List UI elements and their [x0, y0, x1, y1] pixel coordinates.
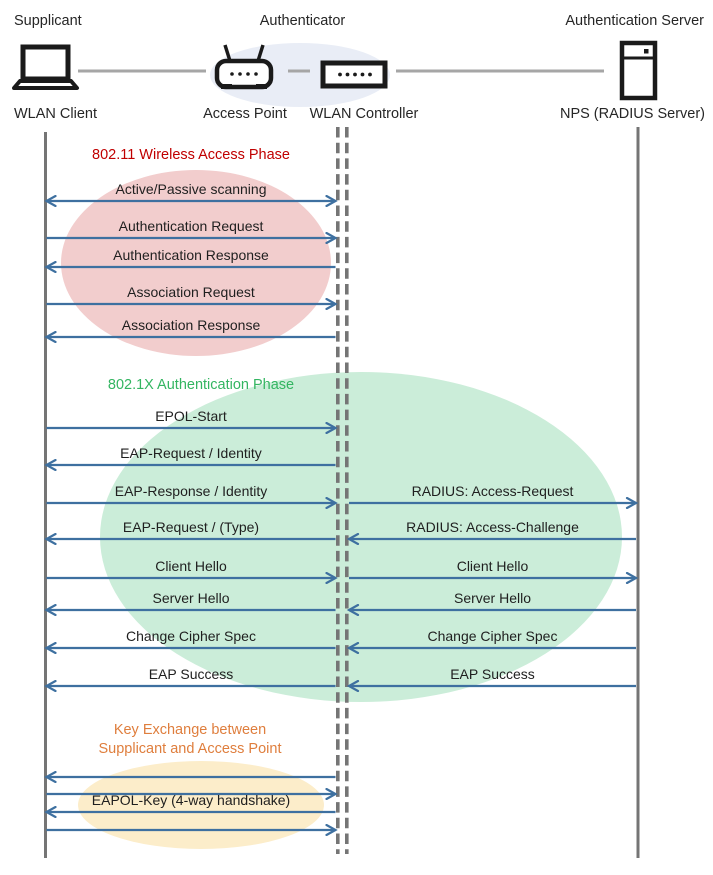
server-icon — [619, 40, 658, 101]
phase-title-key-exchange: Key Exchange between Supplicant and Acce… — [65, 721, 315, 759]
message-label: Server Hello — [453, 590, 532, 606]
wlan-controller-icon — [320, 60, 388, 89]
access-point-icon — [214, 44, 274, 90]
authenticator-lifeline — [335, 127, 349, 854]
message-label: Active/Passive scanning — [115, 181, 267, 197]
message-label: RADIUS: Access-Challenge — [406, 519, 579, 535]
role-label-authenticator: Authenticator — [259, 13, 346, 29]
phase-title-key-exchange-line1: Key Exchange between — [113, 722, 267, 738]
message-label: EAPOL-Key (4-way handshake) — [91, 792, 291, 808]
message-label: EAP-Response / Identity — [114, 483, 268, 499]
message-label: Client Hello — [155, 558, 227, 574]
message-label: Association Response — [121, 317, 261, 333]
phase-key-exchange-ellipse — [78, 761, 324, 849]
message-label: EAP-Request / (Type) — [122, 519, 260, 535]
phase-title-802-1x-authentication: 802.1X Authentication Phase — [107, 377, 295, 393]
phase-802-1x-ellipse — [100, 372, 622, 702]
message-label: Authentication Response — [113, 247, 269, 263]
message-arrows — [47, 201, 637, 830]
phase-title-802-11-wireless-access: 802.11 Wireless Access Phase — [92, 147, 290, 163]
device-label-access-point: Access Point — [203, 106, 287, 122]
message-label: Change Cipher Spec — [427, 628, 558, 644]
phase-title-key-exchange-line2: Supplicant and Access Point — [98, 741, 282, 757]
device-label-wlan-client: WLAN Client — [14, 106, 97, 122]
message-label: EAP Success — [148, 666, 234, 682]
message-label: Client Hello — [456, 558, 529, 574]
device-label-wlan-controller: WLAN Controller — [309, 106, 419, 122]
message-label: RADIUS: Access-Request — [411, 483, 574, 499]
role-label-authentication-server: Authentication Server — [565, 13, 704, 29]
phase-802-11-ellipse — [61, 170, 331, 356]
message-label: Server Hello — [152, 590, 230, 606]
message-label: EAP Success — [450, 666, 535, 682]
message-label: EAP-Request / Identity — [120, 445, 262, 461]
message-label: Change Cipher Spec — [126, 628, 256, 644]
laptop-icon — [12, 44, 79, 90]
role-label-supplicant: Supplicant — [14, 13, 82, 29]
message-label: Authentication Request — [118, 218, 264, 234]
message-label: Association Request — [127, 284, 255, 300]
message-label: EPOL-Start — [155, 408, 227, 424]
device-label-nps-radius-server: NPS (RADIUS Server) — [559, 106, 705, 122]
